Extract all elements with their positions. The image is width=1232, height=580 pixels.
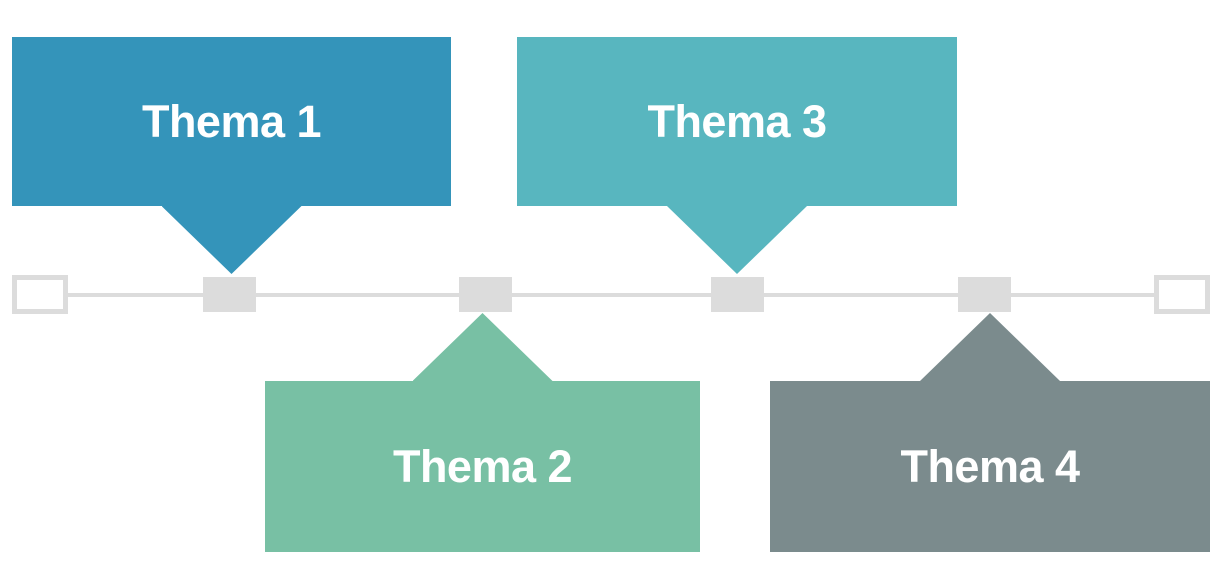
callout-box: Thema 4	[770, 381, 1210, 552]
timeline-marker-4	[958, 277, 1011, 312]
callout-thema-1: Thema 1	[12, 37, 451, 274]
timeline-line	[40, 293, 1182, 297]
callout-thema-3: Thema 3	[517, 37, 957, 274]
callout-label: Thema 1	[141, 95, 322, 147]
callout-pointer-up	[412, 313, 553, 381]
callout-label: Thema 4	[900, 440, 1080, 492]
callout-label: Thema 2	[392, 440, 573, 492]
callout-label: Thema 3	[647, 95, 827, 147]
timeline-marker-3	[711, 277, 764, 312]
callout-thema-4: Thema 4	[770, 313, 1210, 552]
timeline-marker-1	[203, 277, 256, 312]
timeline-endpoint-left	[12, 275, 68, 314]
callout-pointer-up	[920, 313, 1060, 381]
callout-box: Thema 1	[12, 37, 451, 206]
callout-thema-2: Thema 2	[265, 313, 700, 552]
timeline-endpoint-right	[1154, 275, 1210, 314]
callout-box: Thema 3	[517, 37, 957, 206]
callout-pointer-down	[667, 206, 807, 274]
timeline-marker-2	[459, 277, 512, 312]
callout-box: Thema 2	[265, 381, 700, 552]
callout-pointer-down	[161, 206, 302, 274]
